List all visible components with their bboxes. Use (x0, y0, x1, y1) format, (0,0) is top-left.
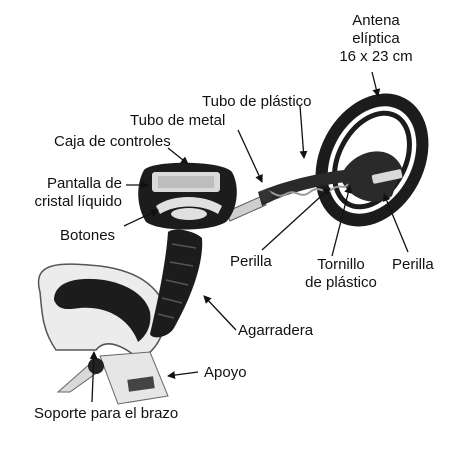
label-tubo-plastico: Tubo de plástico (202, 93, 312, 110)
label-pantalla-line1: Pantalla de (46, 175, 122, 192)
label-tornillo-line1: Tornillo (317, 256, 365, 273)
label-perilla-left: Perilla (230, 253, 272, 270)
elliptical-antenna (315, 93, 429, 227)
label-apoyo: Apoyo (204, 364, 247, 381)
stand (56, 351, 169, 405)
grip (150, 229, 203, 338)
label-pantalla: Pantalla de cristal líquido (14, 175, 122, 211)
label-antena-line1: Antena (352, 12, 400, 29)
label-agarradera: Agarradera (238, 322, 314, 339)
leader-lines (89, 71, 409, 403)
label-perilla-right: Perilla (392, 256, 434, 273)
plastic-shaft (258, 170, 349, 206)
label-antena-line3: 16 x 23 cm (339, 48, 413, 65)
label-tubo-metal: Tubo de metal (130, 112, 226, 129)
label-antena: Antena elíptica 16 x 23 cm (336, 12, 416, 66)
label-antena-line2: elíptica (352, 30, 400, 47)
label-tornillo-line2: de plástico (305, 274, 377, 291)
label-caja-controles: Caja de controles (54, 133, 171, 150)
label-botones: Botones (60, 227, 116, 244)
control-box (138, 162, 237, 230)
label-tornillo: Tornillo de plástico (296, 256, 386, 292)
arm-support (37, 263, 166, 359)
label-soporte: Soporte para el brazo (34, 405, 179, 422)
label-pantalla-line2: cristal líquido (34, 193, 122, 210)
